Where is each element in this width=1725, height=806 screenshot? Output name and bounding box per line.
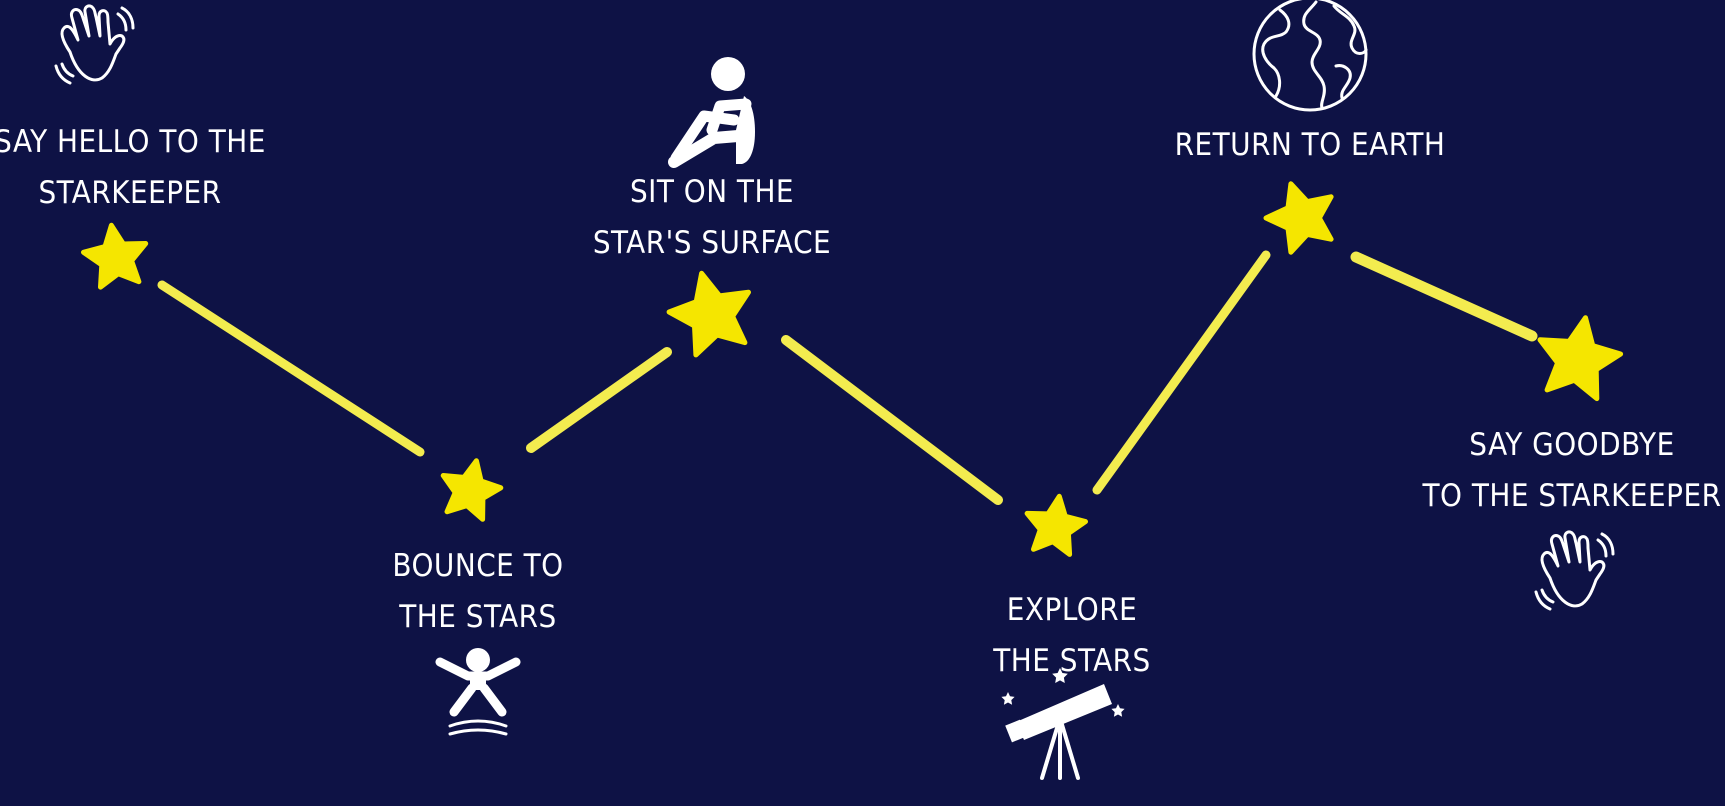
star-marker bbox=[666, 270, 751, 358]
step-label-say-hello: SAY HELLO TO THE STARKEEPER bbox=[0, 117, 266, 219]
step-label-line: RETURN TO EARTH bbox=[1174, 127, 1446, 163]
star-markers bbox=[81, 181, 1624, 557]
step-label-line: TO THE STARKEEPER bbox=[1422, 478, 1722, 514]
path-segment bbox=[1092, 250, 1271, 495]
waving-hand-icon bbox=[1534, 530, 1615, 611]
path-segment bbox=[781, 335, 1003, 505]
step-label-line: BOUNCE TO bbox=[392, 548, 564, 584]
step-label-return: RETURN TO EARTH bbox=[1175, 120, 1446, 171]
step-label-line: STARKEEPER bbox=[38, 175, 222, 211]
step-label-line: THE STARS bbox=[399, 599, 557, 635]
step-label-line: EXPLORE bbox=[1006, 592, 1138, 628]
waving-hand-icon bbox=[54, 4, 135, 85]
step-label-bounce: BOUNCE TO THE STARS bbox=[392, 541, 563, 643]
sitting-person-icon bbox=[668, 57, 755, 168]
step-label-line: SIT ON THE bbox=[629, 174, 795, 210]
step-label-line: SAY GOODBYE bbox=[1469, 427, 1675, 463]
path-segment bbox=[526, 347, 672, 453]
globe-icon bbox=[1252, 0, 1368, 112]
star-marker bbox=[440, 458, 504, 522]
step-label-explore: EXPLORE THE STARS bbox=[993, 585, 1150, 687]
star-marker bbox=[81, 222, 149, 290]
star-marker bbox=[1263, 181, 1334, 255]
star-marker bbox=[1024, 493, 1088, 557]
jumping-person-icon bbox=[435, 648, 521, 736]
path-segment bbox=[1350, 251, 1538, 342]
step-label-line: STAR'S SURFACE bbox=[592, 225, 832, 261]
star-marker bbox=[1537, 315, 1624, 402]
path-segment bbox=[157, 280, 425, 457]
connecting-paths bbox=[157, 250, 1538, 505]
step-label-sit: SIT ON THE STAR'S SURFACE bbox=[593, 167, 831, 269]
step-label-line: THE STARS bbox=[993, 643, 1151, 679]
step-label-say-goodbye: SAY GOODBYE TO THE STARKEEPER bbox=[1423, 420, 1722, 522]
step-label-line: SAY HELLO TO THE bbox=[0, 124, 266, 160]
telescope-icon bbox=[1001, 668, 1125, 780]
